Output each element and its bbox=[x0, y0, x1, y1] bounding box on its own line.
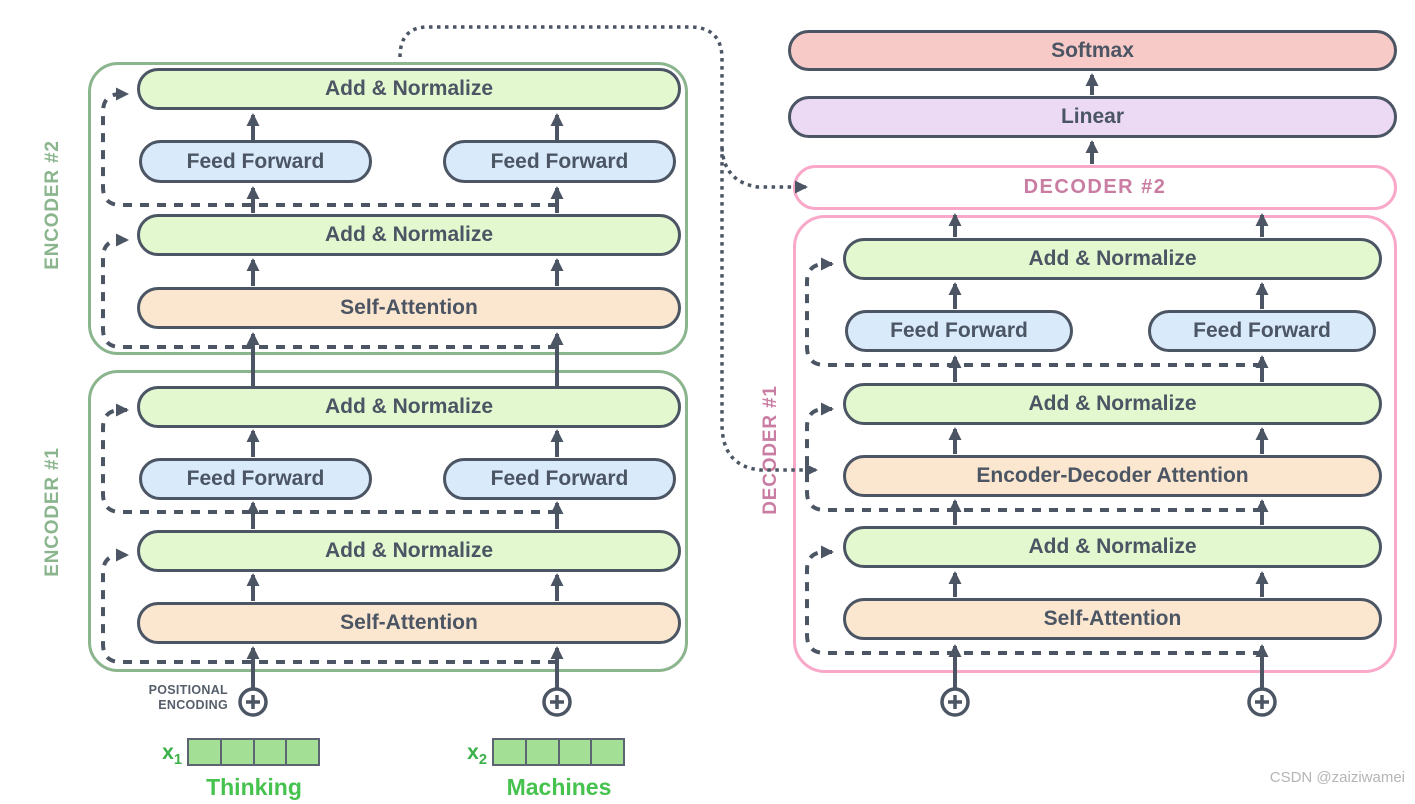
positional-encoding-line1: POSITIONAL bbox=[148, 683, 228, 697]
encoder1-add-normalize-top-pill: Add & Normalize bbox=[137, 386, 681, 428]
encoder-2-label: ENCODER #2 bbox=[42, 140, 63, 270]
encoder1-feed-forward-left-pill: Feed Forward bbox=[139, 458, 372, 500]
x2-text: x bbox=[467, 741, 479, 764]
x1-text: x bbox=[162, 741, 174, 764]
decoder-2-collapsed-pill: DECODER #2 bbox=[793, 165, 1397, 210]
decoder1-feed-forward-left-pill: Feed Forward bbox=[845, 310, 1073, 352]
decoder1-encoder-decoder-attention-pill: Encoder-Decoder Attention bbox=[843, 455, 1382, 497]
decoder1-self-attention-pill: Self-Attention bbox=[843, 598, 1382, 640]
decoder1-add-normalize-top-pill: Add & Normalize bbox=[843, 238, 1382, 280]
encoder-1-container bbox=[88, 370, 688, 672]
vector-cell bbox=[527, 740, 560, 764]
linear-pill: Linear bbox=[788, 96, 1397, 138]
token-word-thinking: Thinking bbox=[206, 774, 302, 800]
vector-cell bbox=[255, 740, 288, 764]
input-vector-x1-label: x1 bbox=[132, 741, 182, 768]
encoder1-feed-forward-right-pill: Feed Forward bbox=[443, 458, 676, 500]
add-circle-icon bbox=[542, 687, 572, 717]
encoder1-self-attention-pill: Self-Attention bbox=[137, 602, 681, 644]
token-word-machines: Machines bbox=[506, 774, 612, 800]
add-circle-icon bbox=[1247, 687, 1277, 717]
decoder1-add-normalize-bottom-pill: Add & Normalize bbox=[843, 526, 1382, 568]
positional-encoding-label: POSITIONAL ENCODING bbox=[118, 683, 228, 712]
add-circle-icon bbox=[940, 687, 970, 717]
input-vector-x1 bbox=[187, 738, 320, 766]
vector-cell bbox=[222, 740, 255, 764]
decoder1-feed-forward-right-pill: Feed Forward bbox=[1148, 310, 1376, 352]
x2-subscript: 2 bbox=[478, 752, 487, 769]
decoder1-add-normalize-middle-pill: Add & Normalize bbox=[843, 383, 1382, 425]
encoder2-feed-forward-left-pill: Feed Forward bbox=[139, 140, 372, 183]
encoder-1-label: ENCODER #1 bbox=[42, 447, 63, 577]
vector-cell bbox=[189, 740, 222, 764]
add-circle-icon bbox=[238, 687, 268, 717]
decoder-1-label: DECODER #1 bbox=[760, 385, 781, 515]
encoder1-add-normalize-bottom-pill: Add & Normalize bbox=[137, 530, 681, 572]
encoder2-feed-forward-right-pill: Feed Forward bbox=[443, 140, 676, 183]
encoder2-add-normalize-top-pill: Add & Normalize bbox=[137, 68, 681, 110]
vector-cell bbox=[287, 740, 318, 764]
x1-subscript: 1 bbox=[173, 752, 182, 769]
vector-cell bbox=[494, 740, 527, 764]
positional-add-circles bbox=[238, 687, 1277, 717]
vector-cell bbox=[592, 740, 623, 764]
positional-encoding-line2: ENCODING bbox=[158, 697, 228, 712]
encoder2-self-attention-pill: Self-Attention bbox=[137, 287, 681, 329]
encoder2-add-normalize-bottom-pill: Add & Normalize bbox=[137, 214, 681, 256]
input-vector-x2 bbox=[492, 738, 625, 766]
softmax-pill: Softmax bbox=[788, 30, 1397, 71]
vector-cell bbox=[560, 740, 593, 764]
watermark: CSDN @zaiziwamei bbox=[1269, 769, 1405, 786]
input-vector-x2-label: x2 bbox=[437, 741, 487, 768]
